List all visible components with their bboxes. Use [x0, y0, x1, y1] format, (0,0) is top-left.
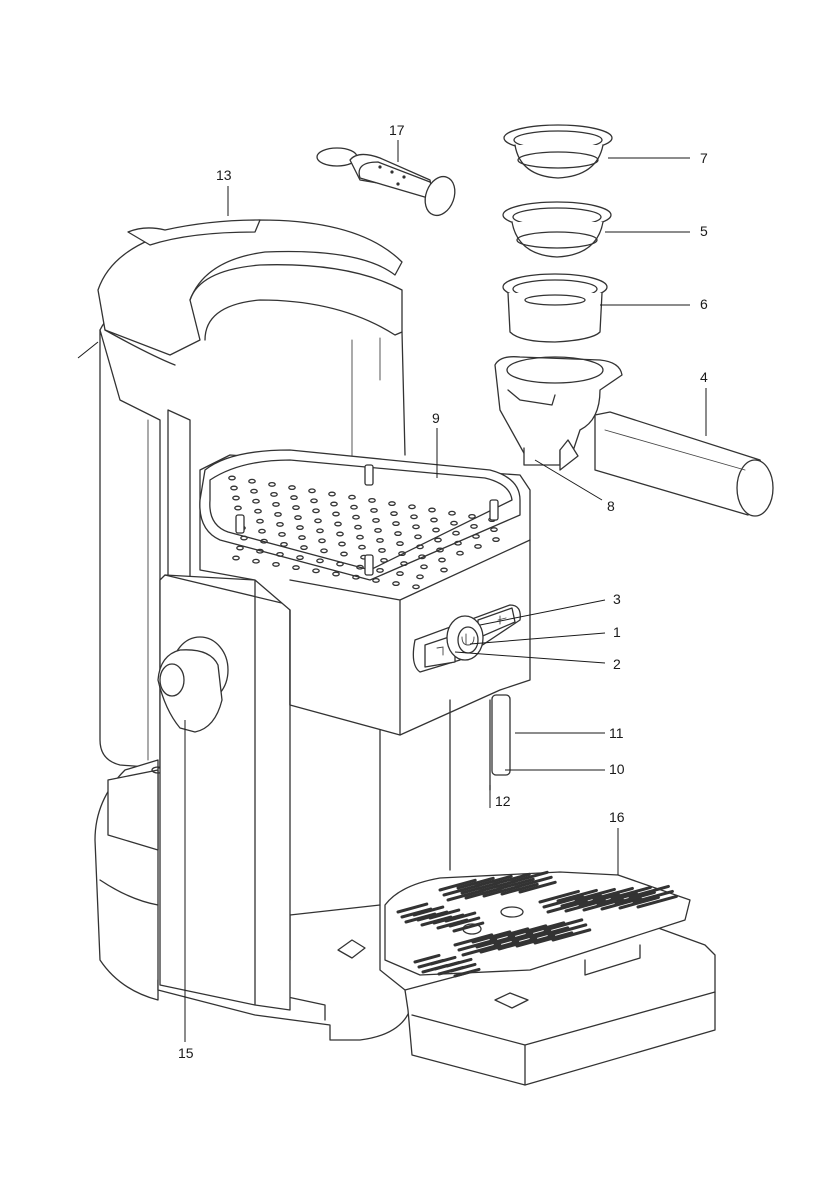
filter-basket-pressurized: [503, 274, 607, 342]
measuring-scoop-tamper: [317, 148, 460, 220]
callout-8: 8: [607, 498, 615, 514]
callout-4: 4: [700, 369, 708, 385]
callout-3: 3: [613, 591, 621, 607]
callout-13: 13: [216, 167, 232, 183]
callout-16: 16: [609, 809, 625, 825]
portafilter: [495, 357, 773, 516]
filter-basket-single: [504, 125, 612, 178]
callout-15: 15: [178, 1045, 194, 1061]
filter-basket-double: [503, 202, 611, 257]
callout-9: 9: [432, 410, 440, 426]
callout-1: 1: [613, 624, 621, 640]
callout-17: 17: [389, 122, 405, 138]
callout-6: 6: [700, 296, 708, 312]
callout-5: 5: [700, 223, 708, 239]
callout-11: 11: [609, 725, 624, 741]
callout-2: 2: [613, 656, 621, 672]
callout-7: 7: [700, 150, 708, 166]
steam-wand: [492, 695, 510, 775]
callout-10: 10: [609, 761, 625, 777]
water-tank: [100, 300, 160, 768]
callout-12: 12: [495, 793, 511, 809]
